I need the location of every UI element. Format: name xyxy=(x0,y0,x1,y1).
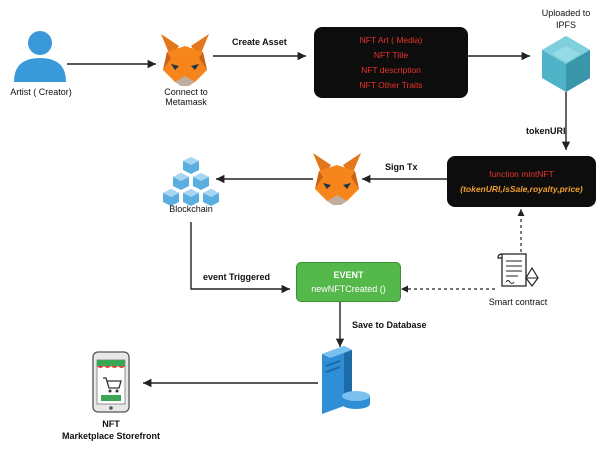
metamask-fox-icon xyxy=(313,153,361,205)
edge-label-tokenuri: tokenURI xyxy=(526,126,566,136)
ipfs-label: Uploaded to IPFS xyxy=(530,7,602,31)
connect-metamask-label: Connect to Metamask xyxy=(155,87,217,107)
ipfs-label-line2: IPFS xyxy=(555,20,576,30)
edge-label-sign-tx: Sign Tx xyxy=(385,162,418,172)
storefront-icon xyxy=(92,351,130,413)
mint-function-name: function mintNFT xyxy=(489,168,554,179)
artist-label: Artist ( Creator) xyxy=(10,87,72,97)
edge-label-save-database: Save to Database xyxy=(352,320,427,330)
asset-item: NFT description xyxy=(361,64,421,75)
blockchain-label: Blockchain xyxy=(169,204,213,214)
smart-contract-label: Smart contract xyxy=(488,297,548,307)
mint-function-params: (tokenURI,isSale,royalty,price) xyxy=(460,183,583,194)
ipfs-cube-icon xyxy=(542,36,590,92)
event-box: EVENT newNFTCreated () xyxy=(296,262,401,302)
storefront-label-line1: NFT xyxy=(102,419,120,429)
storefront-label-line2: Marketplace Storefront xyxy=(61,431,161,441)
ipfs-label-line1: Uploaded to xyxy=(541,8,591,18)
asset-item: NFT Title xyxy=(373,49,409,60)
connect-metamask-line2: Metamask xyxy=(165,97,207,107)
asset-details-box: NFT Art ( Media) NFT Title NFT descripti… xyxy=(314,27,468,98)
blockchain-cubes-icon xyxy=(163,157,219,206)
asset-item: NFT Art ( Media) xyxy=(359,34,423,45)
database-server-icon xyxy=(322,346,370,414)
edge-label-event-triggered: event Triggered xyxy=(203,272,271,282)
mint-function-box: function mintNFT (tokenURI,isSale,royalt… xyxy=(447,156,596,207)
storefront-label: NFT Marketplace Storefront xyxy=(46,418,176,442)
connect-metamask-line1: Connect to xyxy=(164,87,208,97)
metamask-fox-icon xyxy=(161,34,209,86)
event-title: EVENT xyxy=(333,270,364,280)
event-name: newNFTCreated () xyxy=(311,284,386,294)
user-icon xyxy=(14,31,66,82)
asset-item: NFT Other Traits xyxy=(359,79,423,90)
edge-label-create-asset: Create Asset xyxy=(232,37,287,47)
smart-contract-icon xyxy=(497,253,539,287)
edge-blockchain-to-event xyxy=(190,222,290,294)
